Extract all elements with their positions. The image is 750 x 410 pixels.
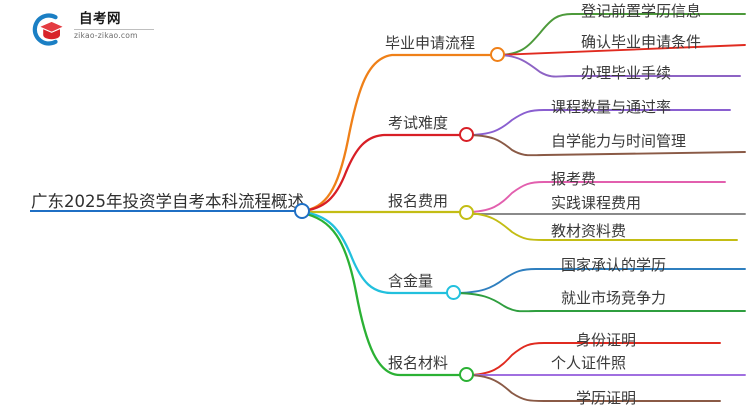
site-logo: 自考网 zikao-zikao.com — [30, 11, 155, 49]
branch-dot-value[interactable] — [446, 285, 461, 300]
leaf-label-personal-id-photo[interactable]: 个人证件照 — [551, 354, 627, 372]
branch-dot-exam-difficulty[interactable] — [459, 127, 474, 142]
logo-text-block: 自考网 zikao-zikao.com — [74, 11, 156, 40]
branch-label-exam-difficulty[interactable]: 考试难度 — [388, 114, 449, 132]
graduation-cap-circle-icon — [32, 13, 63, 46]
branch-label-registration-fee[interactable]: 报名费用 — [388, 192, 449, 210]
leaf-label-course-count-pass-rate[interactable]: 课程数量与通过率 — [551, 98, 672, 116]
leaf-label-graduation-procedures[interactable]: 办理毕业手续 — [581, 64, 672, 82]
leaf-label-identity-proof[interactable]: 身份证明 — [576, 331, 637, 349]
leaf-label-education-certificate[interactable]: 学历证明 — [576, 389, 637, 407]
branch-label-value[interactable]: 含金量 — [388, 272, 434, 290]
logo-divider — [74, 29, 154, 30]
leaf-label-practical-course-fee[interactable]: 实践课程费用 — [551, 194, 642, 212]
root-node-dot[interactable] — [294, 203, 310, 219]
leaf-label-textbook-material-fee[interactable]: 教材资料费 — [551, 222, 627, 240]
leaf-label-self-study-time-management[interactable]: 自学能力与时间管理 — [551, 132, 687, 150]
branch-label-application-materials[interactable]: 报名材料 — [388, 354, 449, 372]
leaf-label-prior-education-registration[interactable]: 登记前置学历信息 — [581, 2, 702, 20]
branch-dot-application-materials[interactable] — [459, 367, 474, 382]
leaf-label-job-market-competitiveness[interactable]: 就业市场竞争力 — [561, 289, 667, 307]
root-node-label[interactable]: 广东2025年投资学自考本科流程概述 — [31, 192, 304, 211]
branch-dot-graduation-process[interactable] — [490, 47, 505, 62]
branch-dot-registration-fee[interactable] — [459, 205, 474, 220]
leaf-label-exam-fee[interactable]: 报考费 — [551, 170, 597, 188]
logo-title: 自考网 — [79, 11, 121, 27]
logo-domain: zikao-zikao.com — [74, 31, 138, 40]
leaf-label-graduation-conditions[interactable]: 确认毕业申请条件 — [581, 33, 702, 51]
leaf-label-state-recognized-degree[interactable]: 国家承认的学历 — [561, 256, 667, 274]
branch-label-graduation-process[interactable]: 毕业申请流程 — [385, 34, 476, 52]
